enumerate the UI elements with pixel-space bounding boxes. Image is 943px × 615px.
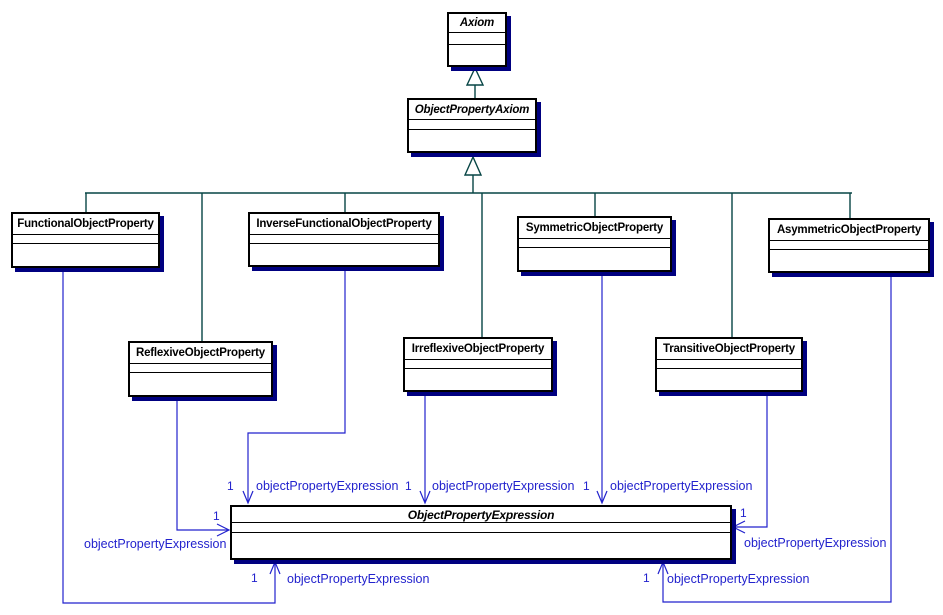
class-axiom-title: Axiom [459, 17, 495, 29]
association-transitive-arrowhead [731, 520, 746, 534]
association-symmetric-arrowhead [596, 490, 608, 505]
assoc-label-inverse-functional: objectPropertyExpression [256, 479, 399, 493]
association-asymmetric-line [662, 273, 892, 603]
class-asymmetric-object-property-operations-compartment [770, 249, 928, 271]
class-transitive-object-property[interactable]: TransitiveObjectProperty [655, 337, 803, 392]
class-asymmetric-object-property-attributes-compartment [770, 240, 928, 249]
class-object-property-axiom-attributes-compartment [409, 119, 535, 129]
class-symmetric-object-property-attributes-compartment [519, 238, 670, 247]
class-irreflexive-object-property-attributes-compartment [405, 359, 551, 368]
association-lines [62, 267, 892, 604]
assoc-multiplicity-asymmetric: 1 [643, 571, 650, 585]
class-object-property-expression[interactable]: ObjectPropertyExpression [230, 505, 732, 560]
class-reflexive-object-property-operations-compartment [130, 372, 271, 395]
association-reflexive-line [176, 397, 228, 531]
association-inverse-functional-arrowhead [242, 490, 254, 505]
class-axiom-attributes-compartment [449, 32, 505, 44]
class-functional-object-property-operations-compartment [13, 243, 158, 266]
association-inverse-functional-line [247, 267, 346, 502]
class-object-property-axiom-operations-compartment [409, 129, 535, 151]
association-irreflexive-arrowhead [419, 490, 431, 505]
class-reflexive-object-property[interactable]: ReflexiveObjectProperty [128, 341, 273, 397]
class-functional-object-property-attributes-compartment [13, 234, 158, 243]
generalization-arrow-axiom [465, 66, 485, 86]
class-object-property-axiom-title: ObjectPropertyAxiom [414, 103, 530, 116]
assoc-multiplicity-symmetric: 1 [583, 479, 590, 493]
assoc-multiplicity-transitive: 1 [740, 506, 747, 520]
association-reflexive-arrowhead [216, 523, 231, 537]
class-inverse-functional-object-property[interactable]: InverseFunctionalObjectProperty [248, 212, 440, 267]
class-symmetric-object-property[interactable]: SymmetricObjectProperty [517, 216, 672, 272]
class-asymmetric-object-property-title: AsymmetricObjectProperty [776, 224, 922, 236]
class-inverse-functional-object-property-title: InverseFunctionalObjectProperty [256, 218, 432, 230]
assoc-label-reflexive: objectPropertyExpression [84, 537, 227, 551]
assoc-multiplicity-functional: 1 [251, 571, 258, 585]
class-axiom-operations-compartment [449, 44, 505, 65]
class-inverse-functional-object-property-operations-compartment [250, 243, 438, 265]
class-object-property-expression-attributes-compartment [232, 522, 730, 532]
class-axiom[interactable]: Axiom [447, 12, 507, 67]
class-irreflexive-object-property[interactable]: IrreflexiveObjectProperty [403, 337, 553, 392]
association-functional-arrowhead [269, 560, 281, 575]
class-object-property-axiom[interactable]: ObjectPropertyAxiom [407, 98, 537, 153]
assoc-multiplicity-inverse-functional: 1 [227, 479, 234, 493]
class-transitive-object-property-operations-compartment [657, 368, 801, 390]
class-functional-object-property-title: FunctionalObjectProperty [17, 218, 154, 230]
class-functional-object-property[interactable]: FunctionalObjectProperty [11, 212, 160, 268]
assoc-multiplicity-reflexive: 1 [213, 509, 220, 523]
association-functional-line [62, 268, 276, 604]
class-object-property-expression-operations-compartment [232, 532, 730, 558]
association-asymmetric-arrowhead [657, 560, 669, 575]
class-symmetric-object-property-title: SymmetricObjectProperty [525, 222, 664, 234]
assoc-label-asymmetric: objectPropertyExpression [667, 572, 810, 586]
class-transitive-object-property-attributes-compartment [657, 359, 801, 368]
assoc-label-irreflexive: objectPropertyExpression [432, 479, 575, 493]
class-object-property-expression-title: ObjectPropertyExpression [407, 507, 555, 522]
class-reflexive-object-property-attributes-compartment [130, 363, 271, 372]
assoc-label-symmetric: objectPropertyExpression [610, 479, 753, 493]
class-transitive-object-property-title: TransitiveObjectProperty [663, 343, 795, 355]
class-symmetric-object-property-operations-compartment [519, 247, 670, 270]
class-inverse-functional-object-property-attributes-compartment [250, 234, 438, 243]
assoc-label-functional: objectPropertyExpression [287, 572, 430, 586]
generalization-lines [85, 66, 852, 341]
class-irreflexive-object-property-operations-compartment [405, 368, 551, 390]
class-asymmetric-object-property[interactable]: AsymmetricObjectProperty [768, 218, 930, 273]
assoc-multiplicity-irreflexive: 1 [405, 479, 412, 493]
class-irreflexive-object-property-title: IrreflexiveObjectProperty [411, 343, 545, 355]
class-reflexive-object-property-title: ReflexiveObjectProperty [136, 347, 265, 359]
association-transitive-line [734, 392, 768, 528]
generalization-arrow-object-property-axiom [463, 155, 483, 176]
assoc-label-transitive: objectPropertyExpression [744, 536, 887, 550]
